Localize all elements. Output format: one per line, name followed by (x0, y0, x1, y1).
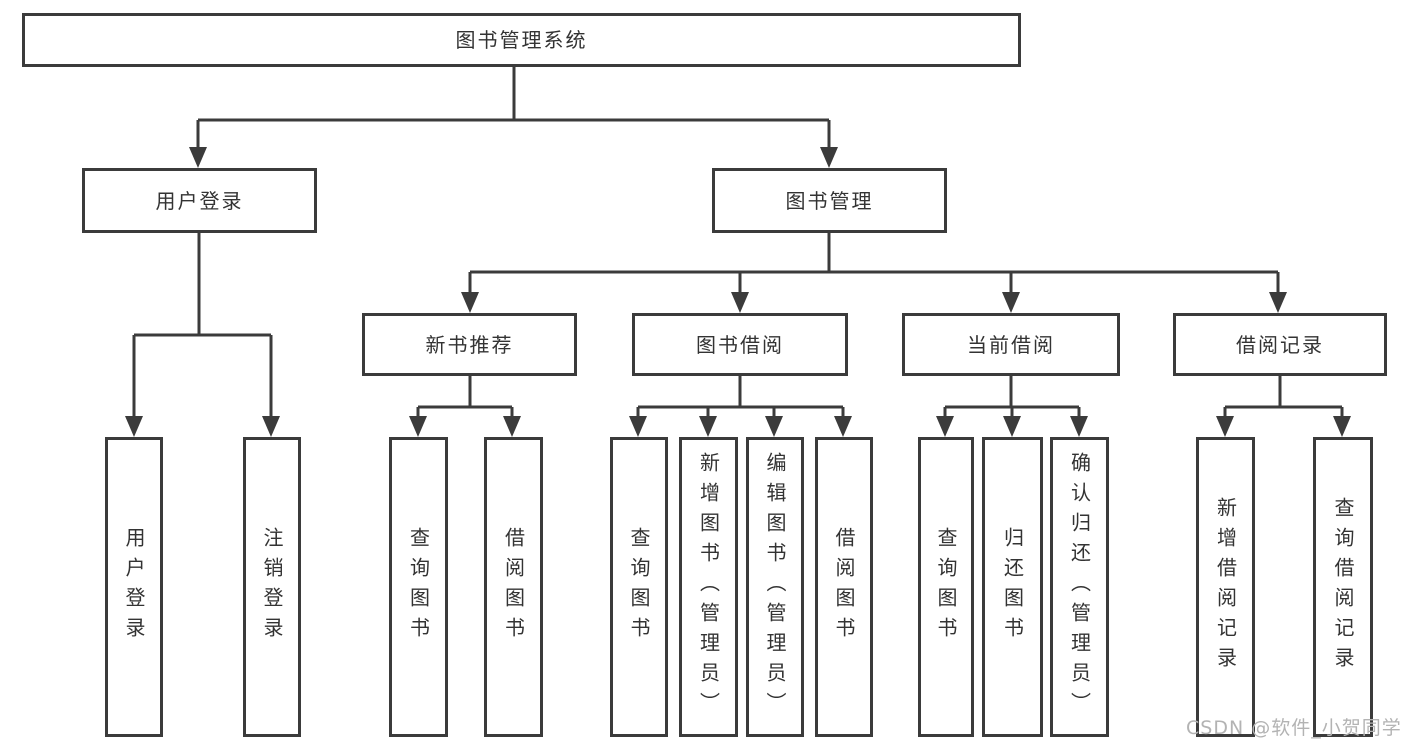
connector-current-to-leaves (936, 376, 1088, 437)
node-current-borrow: 当前借阅 (902, 313, 1120, 376)
connector-manage-to-level3 (461, 233, 1287, 313)
csdn-watermark: CSDN @软件_小贺同学 (1186, 717, 1402, 739)
leaf-borrow-book: 借阅图书 (815, 437, 873, 737)
leaf-user-login: 用户登录 (105, 437, 163, 737)
node-new-book-recommend: 新书推荐 (362, 313, 577, 376)
leaf-logout: 注销登录 (243, 437, 301, 737)
leaf-recommend-query-book: 查询图书 (389, 437, 448, 737)
connector-records-to-leaves (1216, 376, 1351, 437)
connector-borrow-to-leaves (629, 376, 852, 437)
leaf-borrow-query-book: 查询图书 (610, 437, 668, 737)
node-user-login: 用户登录 (82, 168, 317, 233)
leaf-confirm-return-admin: 确认归还（管理员） (1050, 437, 1109, 737)
leaf-current-query-book: 查询图书 (918, 437, 974, 737)
node-book-borrow: 图书借阅 (632, 313, 848, 376)
leaf-edit-book-admin: 编辑图书（管理员） (746, 437, 804, 737)
leaf-return-book: 归还图书 (982, 437, 1043, 737)
leaf-add-borrow-record: 新增借阅记录 (1196, 437, 1255, 737)
leaf-recommend-borrow-book: 借阅图书 (484, 437, 543, 737)
node-borrow-records: 借阅记录 (1173, 313, 1387, 376)
node-root: 图书管理系统 (22, 13, 1021, 67)
leaf-add-book-admin: 新增图书（管理员） (679, 437, 738, 737)
node-book-manage: 图书管理 (712, 168, 947, 233)
connector-login-to-leaves (125, 233, 280, 437)
connector-recommend-to-leaves (409, 376, 521, 437)
connector-root-to-level2 (189, 67, 838, 168)
leaf-query-borrow-record: 查询借阅记录 (1313, 437, 1373, 737)
